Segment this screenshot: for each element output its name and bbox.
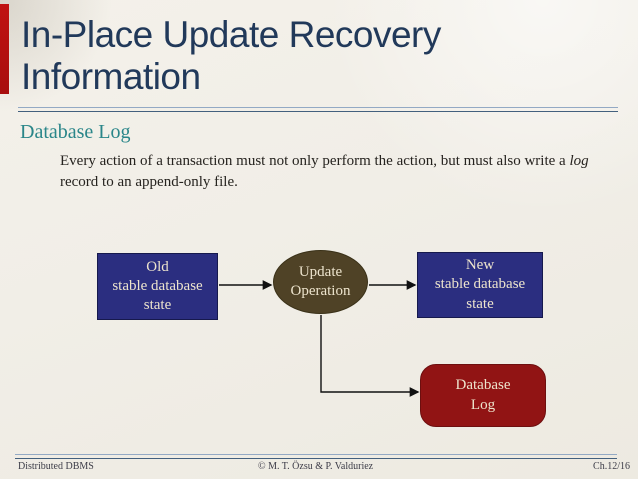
section-heading: Database Log: [20, 121, 131, 143]
footer-divider: [15, 454, 617, 459]
arrow-update-to-log: [320, 315, 420, 397]
body-italic-word: log: [569, 153, 589, 169]
node-update-operation-label: Update Operation: [290, 263, 351, 299]
body-paragraph: Every action of a transaction must not o…: [60, 151, 617, 192]
body-text-after: record to an append-only file.: [60, 173, 238, 190]
node-new-state-label: New stable database state: [434, 257, 526, 312]
node-database-log-label: Database Log: [455, 377, 511, 413]
footer-book-title: Distributed DBMS: [18, 461, 94, 472]
page-title: In-Place Update Recovery Information: [21, 14, 441, 98]
footer-copyright: © M. T. Özsu & P. Valduriez: [258, 461, 374, 472]
node-old-state: Old stable database state: [97, 253, 218, 320]
title-divider: [18, 107, 618, 112]
footer-page-number: Ch.12/16: [593, 461, 630, 472]
node-database-log: Database Log: [420, 364, 546, 427]
node-old-state-label: Old stable database state: [112, 258, 203, 314]
node-update-operation: Update Operation: [273, 250, 368, 314]
node-new-state: New stable database state: [417, 252, 543, 318]
body-text-before: Every action of a transaction must not o…: [60, 153, 570, 169]
red-accent-bar: [0, 4, 9, 94]
